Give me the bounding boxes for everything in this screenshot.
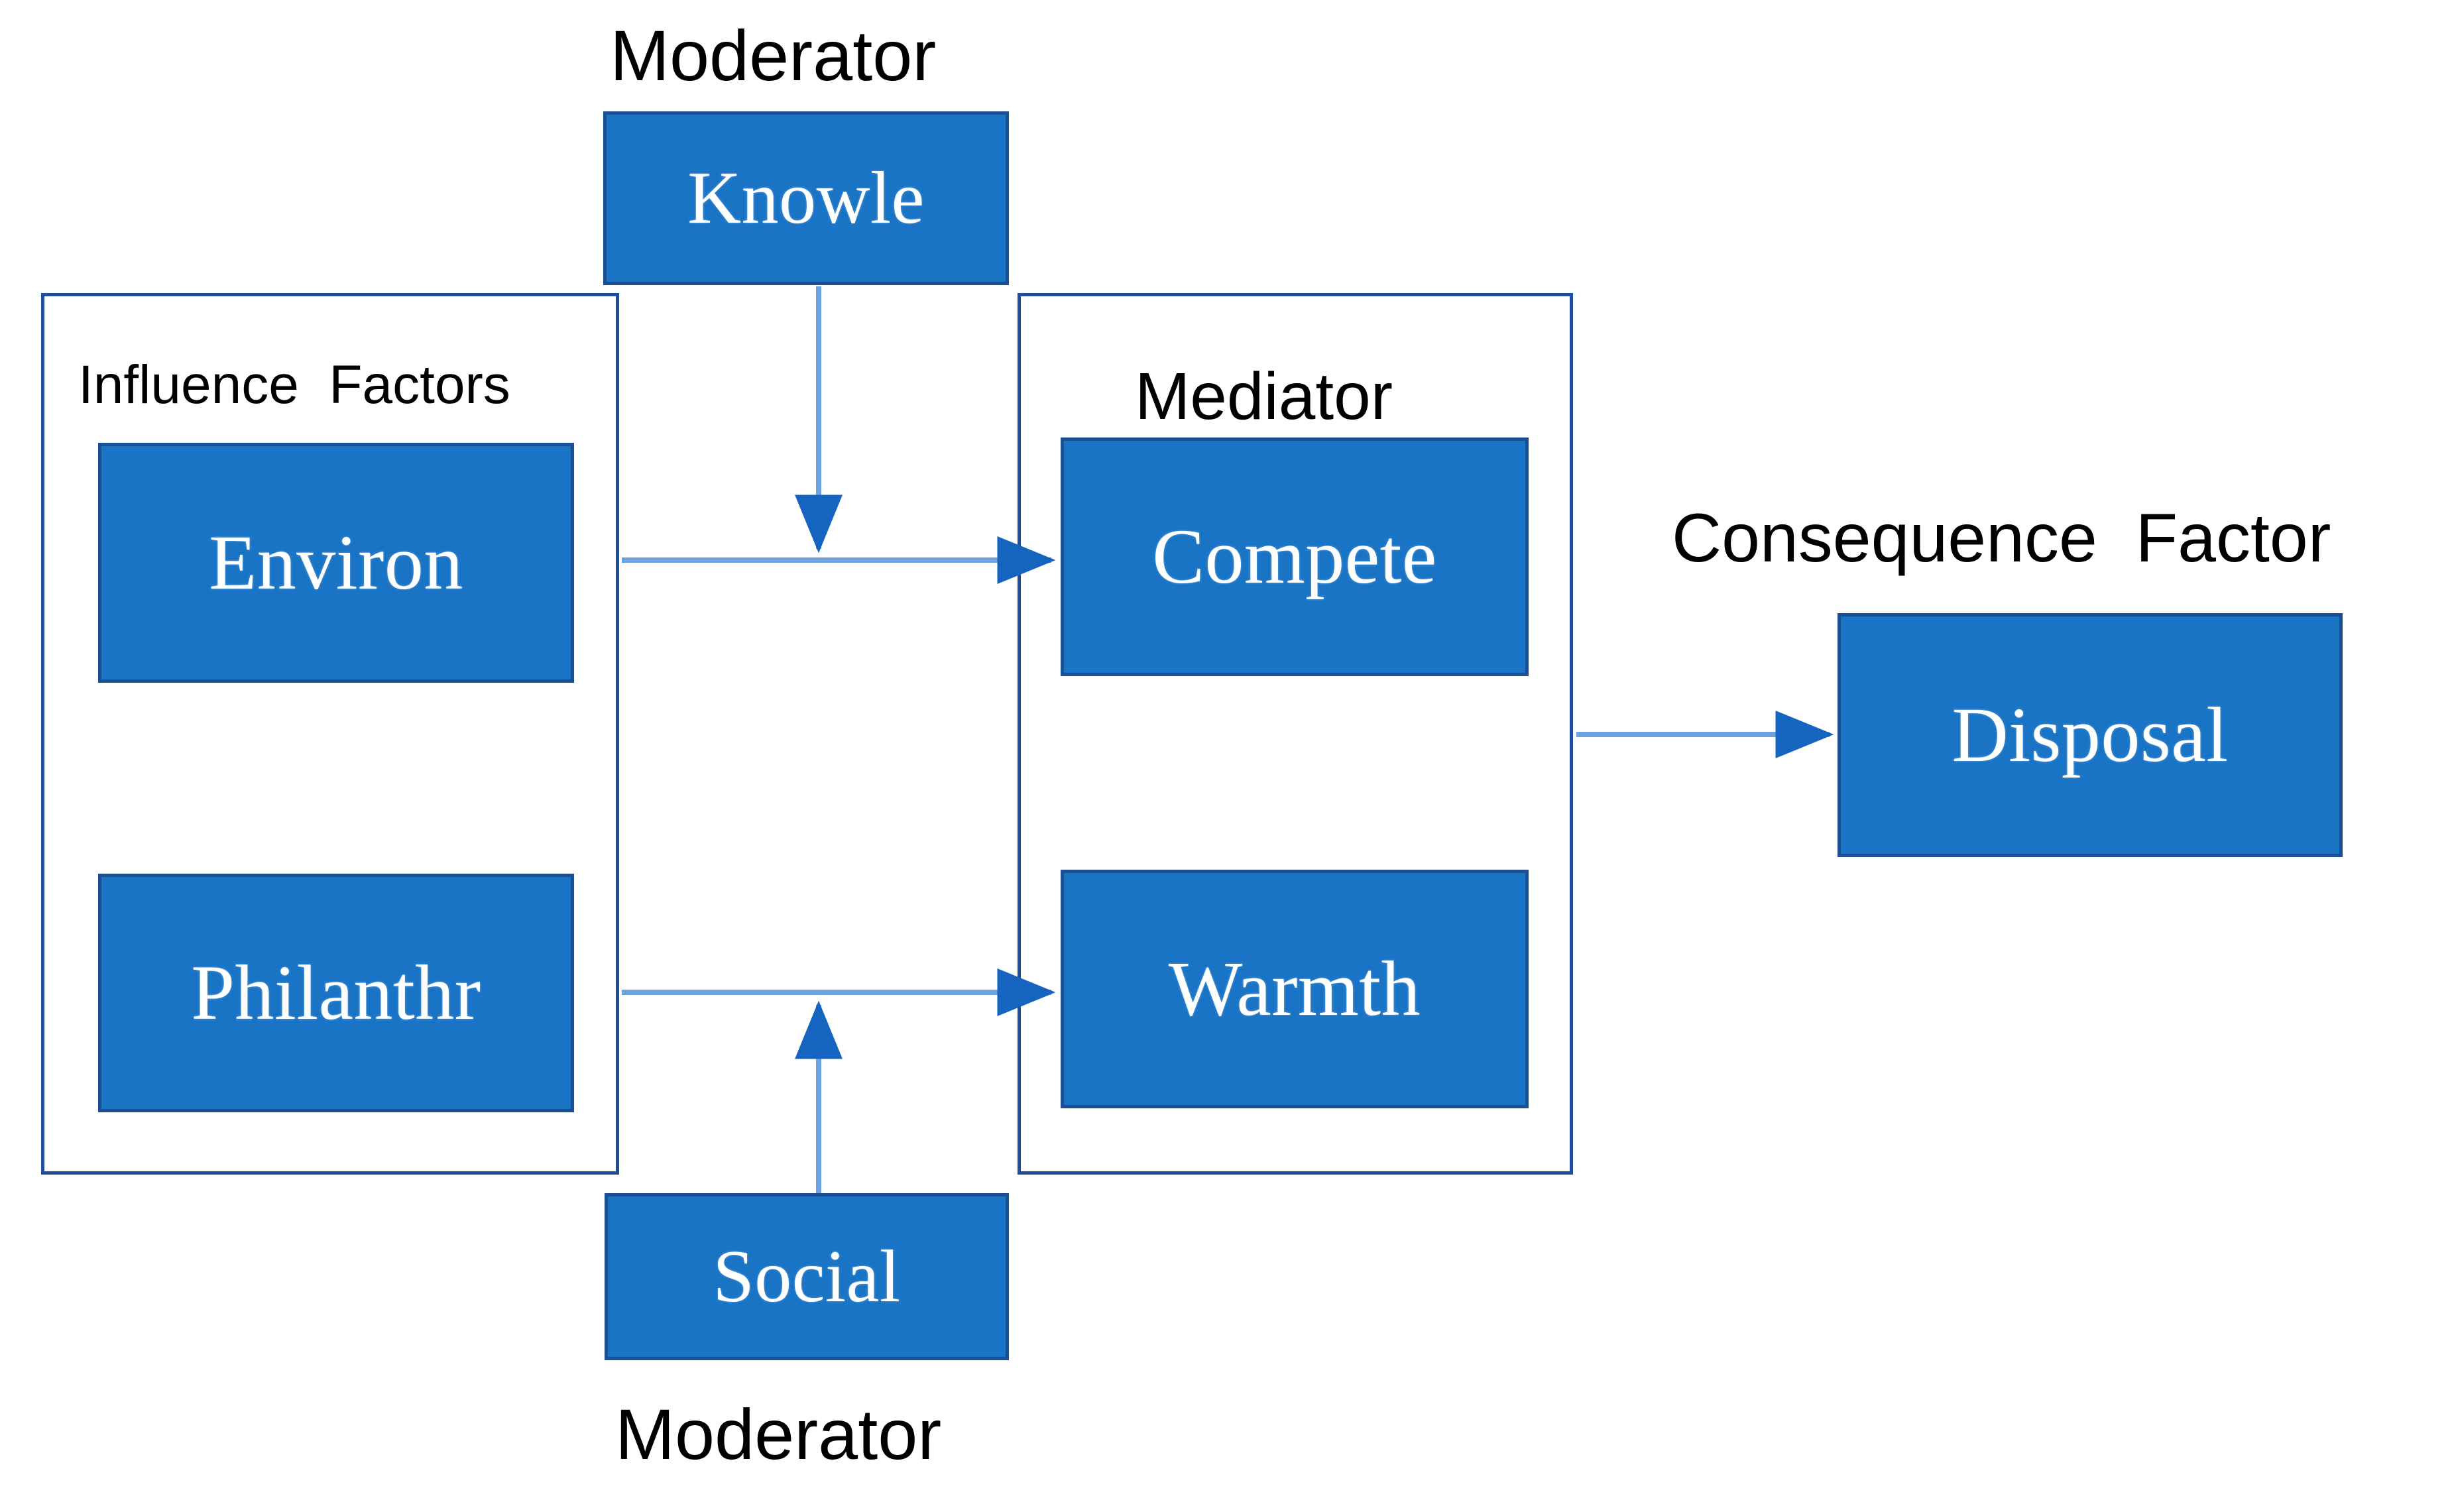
node-warmth[interactable]: Warmth (1061, 870, 1529, 1108)
influence-factors-label: Influence Factors (78, 355, 510, 415)
node-philanthr[interactable]: Philanthr (98, 874, 574, 1112)
moderator-bottom-label: Moderator (615, 1394, 942, 1474)
node-social[interactable]: Social (605, 1193, 1009, 1360)
consequence-factor-label: Consequence Factor (1672, 500, 2331, 577)
mediator-label: Mediator (1135, 359, 1393, 434)
moderator-top-label: Moderator (610, 15, 937, 95)
node-compete[interactable]: Compete (1061, 437, 1529, 676)
node-environ[interactable]: Environ (98, 443, 574, 683)
node-disposal[interactable]: Disposal (1838, 613, 2343, 857)
node-knowle[interactable]: Knowle (603, 111, 1009, 285)
